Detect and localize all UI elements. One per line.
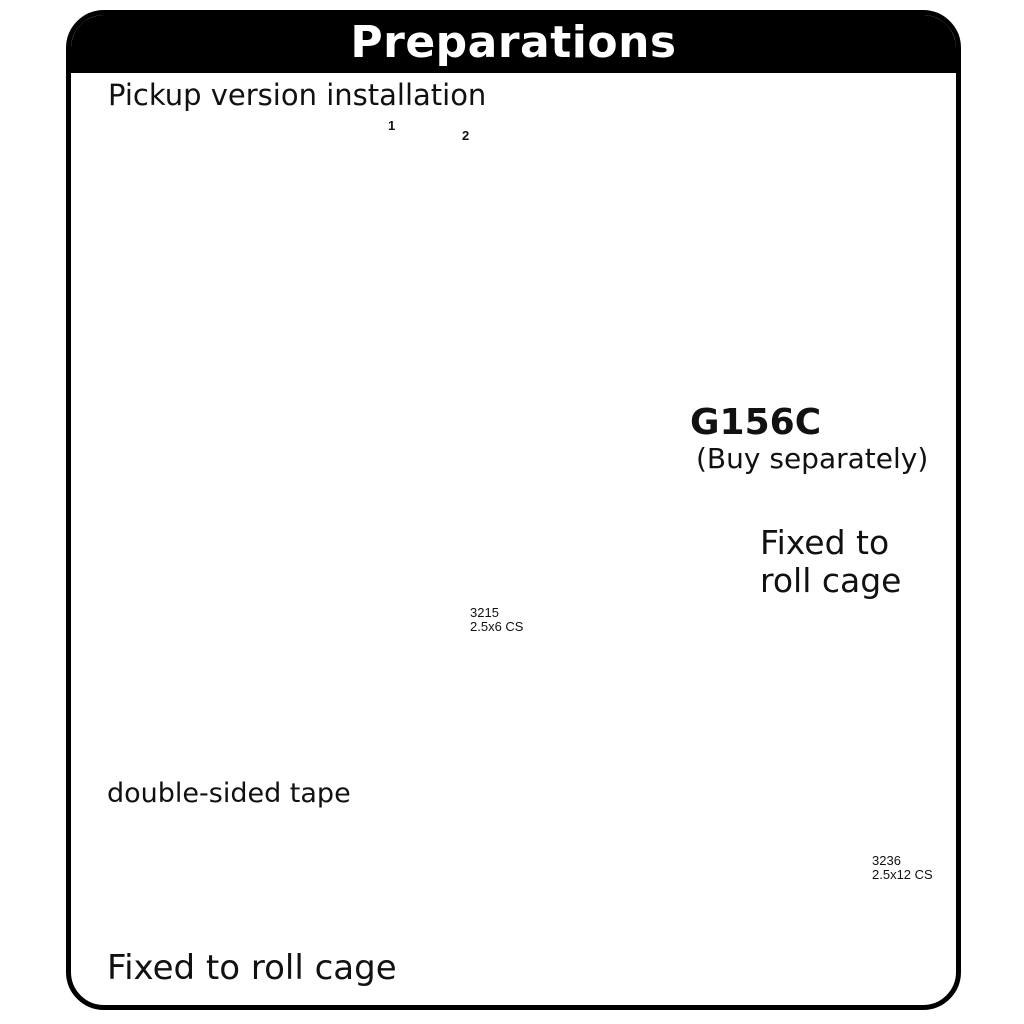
part-code: G156C	[690, 402, 822, 443]
screw-3236-label: 3236 2.5x12 CS	[872, 854, 933, 882]
screw-spec: 2.5x12 CS	[872, 867, 933, 882]
pickup-subtitle: Pickup version installation	[108, 78, 487, 112]
part-note: (Buy separately)	[696, 442, 929, 475]
instruction-frame: Preparations	[66, 10, 961, 1010]
screw-3215-label: 3215 2.5x6 CS	[470, 606, 523, 634]
fixed-bottom-label: Fixed to roll cage	[107, 948, 397, 988]
screw-code: 3215	[470, 605, 499, 620]
page-title: Preparations	[71, 15, 956, 73]
fixed-right-label: Fixed to roll cage	[760, 523, 902, 600]
cut-line-label-2: 2	[462, 128, 470, 143]
cut-line-label-1: 1	[388, 118, 396, 133]
screw-spec: 2.5x6 CS	[470, 619, 524, 634]
screw-code: 3236	[872, 853, 901, 868]
tape-label: double-sided tape	[107, 778, 351, 809]
